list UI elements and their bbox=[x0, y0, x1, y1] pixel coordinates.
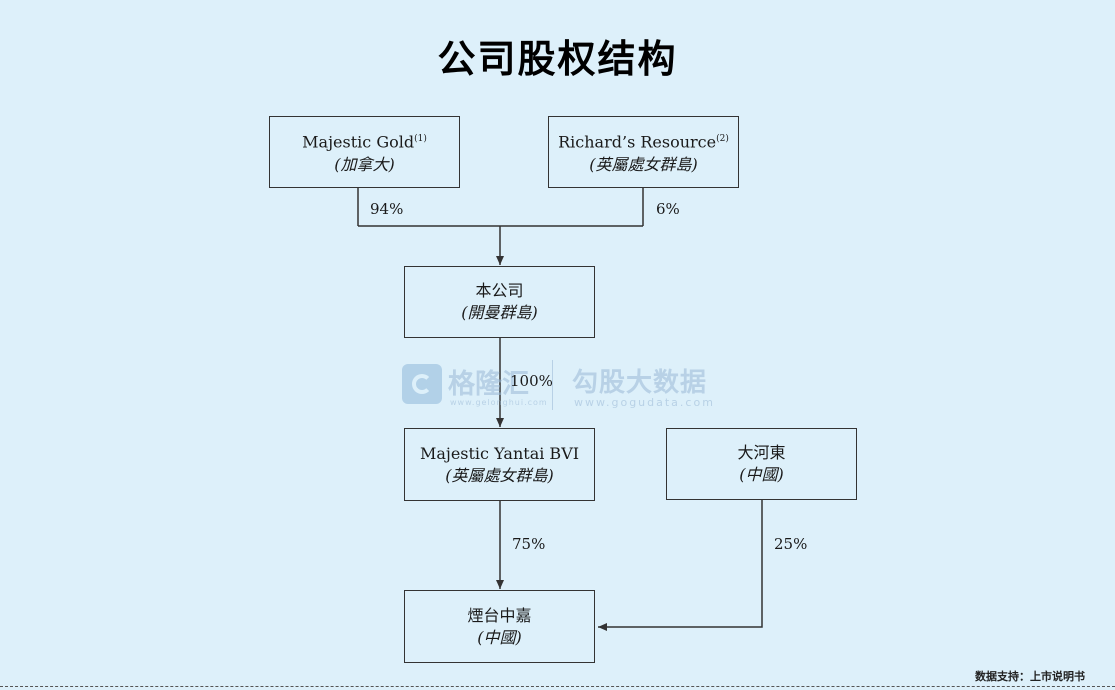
edge-label-100: 100% bbox=[510, 372, 553, 390]
node-richards-resource: Richard’s Resource(2) (英屬處女群島) bbox=[548, 116, 739, 188]
footnote-marker: (1) bbox=[414, 134, 427, 145]
node-jurisdiction: (中國) bbox=[739, 465, 784, 484]
node-company: 本公司 (開曼群島) bbox=[404, 266, 595, 338]
node-name: Majestic Gold(1) bbox=[302, 132, 427, 152]
edge-label-94: 94% bbox=[370, 200, 404, 218]
edge-label-6: 6% bbox=[656, 200, 680, 218]
node-name: Majestic Yantai BVI bbox=[419, 443, 580, 463]
node-jurisdiction: (英屬處女群島) bbox=[445, 465, 554, 485]
node-yantai-zhongjia: 煙台中嘉 (中國) bbox=[404, 590, 595, 663]
node-majestic-gold: Majestic Gold(1) (加拿大) bbox=[269, 116, 460, 188]
node-name: 煙台中嘉 bbox=[467, 605, 532, 625]
arrow-dahedong-to-zhongjia bbox=[598, 500, 763, 631]
bottom-divider bbox=[0, 686, 1115, 687]
footer-source: 数据支持：上市说明书 bbox=[975, 670, 1085, 683]
node-jurisdiction: (加拿大) bbox=[334, 154, 395, 174]
node-jurisdiction: (開曼群島) bbox=[461, 303, 538, 322]
node-name: 本公司 bbox=[475, 281, 524, 300]
node-name: Richard’s Resource(2) bbox=[558, 132, 729, 152]
footnote-marker: (2) bbox=[716, 134, 729, 145]
edge-label-75: 75% bbox=[512, 535, 546, 553]
edge-label-25: 25% bbox=[774, 535, 808, 553]
node-name: 大河東 bbox=[737, 443, 786, 462]
node-dahedong: 大河東 (中國) bbox=[666, 428, 857, 500]
node-jurisdiction: (中國) bbox=[477, 627, 522, 647]
node-jurisdiction: (英屬處女群島) bbox=[589, 154, 698, 174]
page-title: 公司股权结构 bbox=[437, 37, 678, 81]
node-majestic-yantai-bvi: Majestic Yantai BVI (英屬處女群島) bbox=[404, 428, 595, 501]
